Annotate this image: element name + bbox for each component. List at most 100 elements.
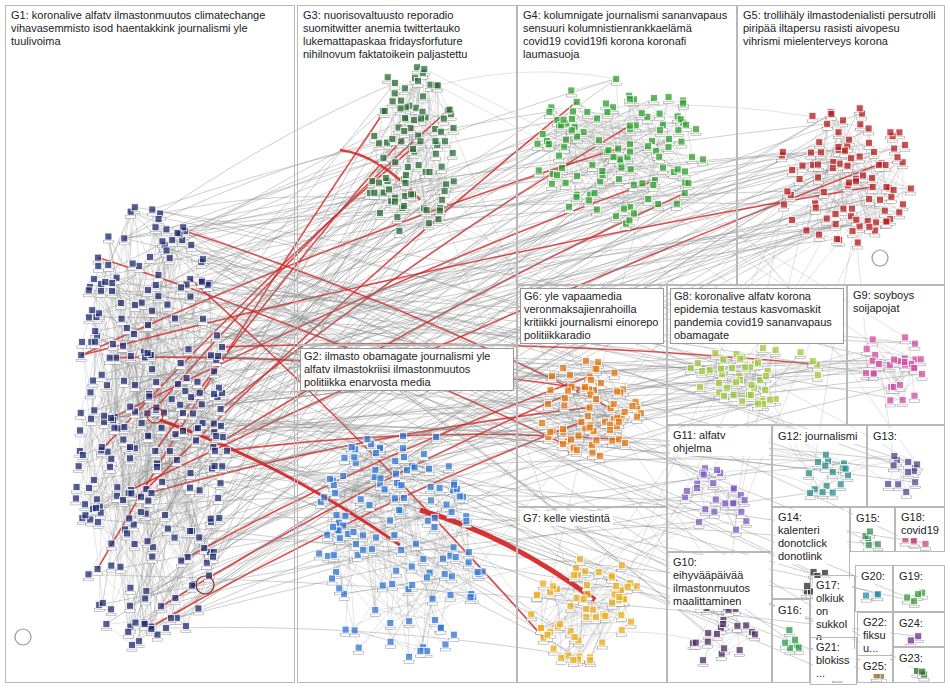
network-link — [590, 597, 620, 657]
network-link — [101, 212, 130, 284]
network-link — [111, 114, 862, 419]
network-link — [561, 399, 775, 658]
vertex-label — [195, 494, 205, 497]
network-link — [177, 493, 810, 618]
network-link — [385, 69, 425, 111]
vertex-label — [143, 294, 153, 297]
network-link — [118, 428, 789, 630]
network-link — [183, 203, 784, 228]
vertex-label — [203, 289, 213, 292]
vertex-label — [153, 300, 163, 303]
network-link — [391, 516, 467, 641]
vertex-label — [150, 455, 160, 458]
vertex-label — [84, 578, 94, 581]
vertex-label — [147, 561, 157, 564]
network-link — [557, 119, 681, 175]
network-link — [344, 571, 483, 593]
network-link — [574, 586, 636, 637]
network-link — [91, 419, 222, 467]
network-link — [181, 368, 690, 561]
network-link — [741, 243, 857, 512]
network-link — [397, 110, 447, 217]
network-link — [94, 279, 175, 318]
network-link — [340, 150, 420, 200]
network-link — [99, 297, 190, 314]
network-link — [792, 114, 831, 170]
network-link — [375, 610, 435, 620]
vertex-label — [125, 462, 135, 465]
vertex-label — [181, 630, 191, 633]
vertex-label — [185, 492, 195, 495]
network-link — [146, 120, 843, 591]
network-link — [208, 114, 660, 285]
network-link — [541, 125, 663, 628]
network-link — [156, 145, 548, 407]
vertex-label — [118, 350, 128, 353]
network-link — [135, 207, 914, 368]
vertex-label — [184, 353, 194, 356]
network-link — [164, 360, 894, 413]
network-link — [405, 88, 454, 128]
network-link — [157, 152, 874, 635]
vertex-label — [151, 289, 161, 292]
vertex-label — [193, 612, 203, 615]
network-link — [129, 183, 565, 519]
network-link — [178, 384, 869, 646]
vertex-label — [103, 269, 113, 272]
network-link — [89, 488, 103, 603]
network-link — [160, 420, 400, 545]
network-link — [221, 459, 829, 483]
network-link — [148, 436, 829, 625]
network-links — [76, 67, 926, 676]
vertex-label — [157, 486, 167, 489]
vertex-label — [192, 386, 202, 389]
vertex-label — [126, 216, 136, 219]
network-link — [783, 140, 849, 152]
vertex-label — [119, 242, 129, 245]
network-link — [328, 385, 751, 556]
vertex-label — [151, 414, 161, 417]
network-link — [198, 400, 770, 609]
vertex-label — [170, 542, 180, 545]
vertex-label — [126, 497, 136, 500]
network-link — [201, 262, 703, 475]
vertex-label — [72, 491, 82, 494]
network-link — [663, 168, 866, 374]
vertex-label — [159, 417, 169, 420]
network-link — [595, 98, 654, 193]
vertex-label — [151, 386, 161, 389]
network-link — [543, 632, 550, 638]
network-link — [93, 381, 214, 552]
network-link — [375, 597, 470, 610]
network-link — [353, 532, 440, 628]
vertex-label — [86, 423, 96, 426]
vertex-label — [152, 639, 162, 642]
vertex-label — [188, 417, 198, 420]
vertex-label — [161, 233, 171, 236]
vertex-label — [103, 241, 113, 244]
network-link — [334, 555, 433, 598]
network-link — [833, 458, 894, 472]
network-link — [552, 376, 636, 402]
network-link — [562, 103, 683, 168]
vertex-label — [144, 400, 154, 403]
network-link — [572, 119, 630, 129]
network-link — [409, 165, 813, 657]
network-link — [114, 428, 144, 623]
network-link — [162, 428, 717, 470]
network-link — [112, 119, 406, 291]
vertex-label — [165, 262, 175, 265]
network-link — [150, 355, 204, 548]
network-link — [839, 124, 860, 239]
vertex-label — [197, 408, 207, 411]
network-link — [607, 112, 655, 180]
network-link — [89, 212, 131, 318]
vertex-label — [177, 244, 187, 247]
vertex-label — [76, 359, 86, 362]
network-link — [590, 600, 624, 660]
network-link — [873, 344, 915, 374]
network-link — [103, 311, 152, 603]
network-link — [79, 257, 150, 466]
vertex-label — [99, 426, 109, 429]
vertex-label — [185, 477, 195, 480]
